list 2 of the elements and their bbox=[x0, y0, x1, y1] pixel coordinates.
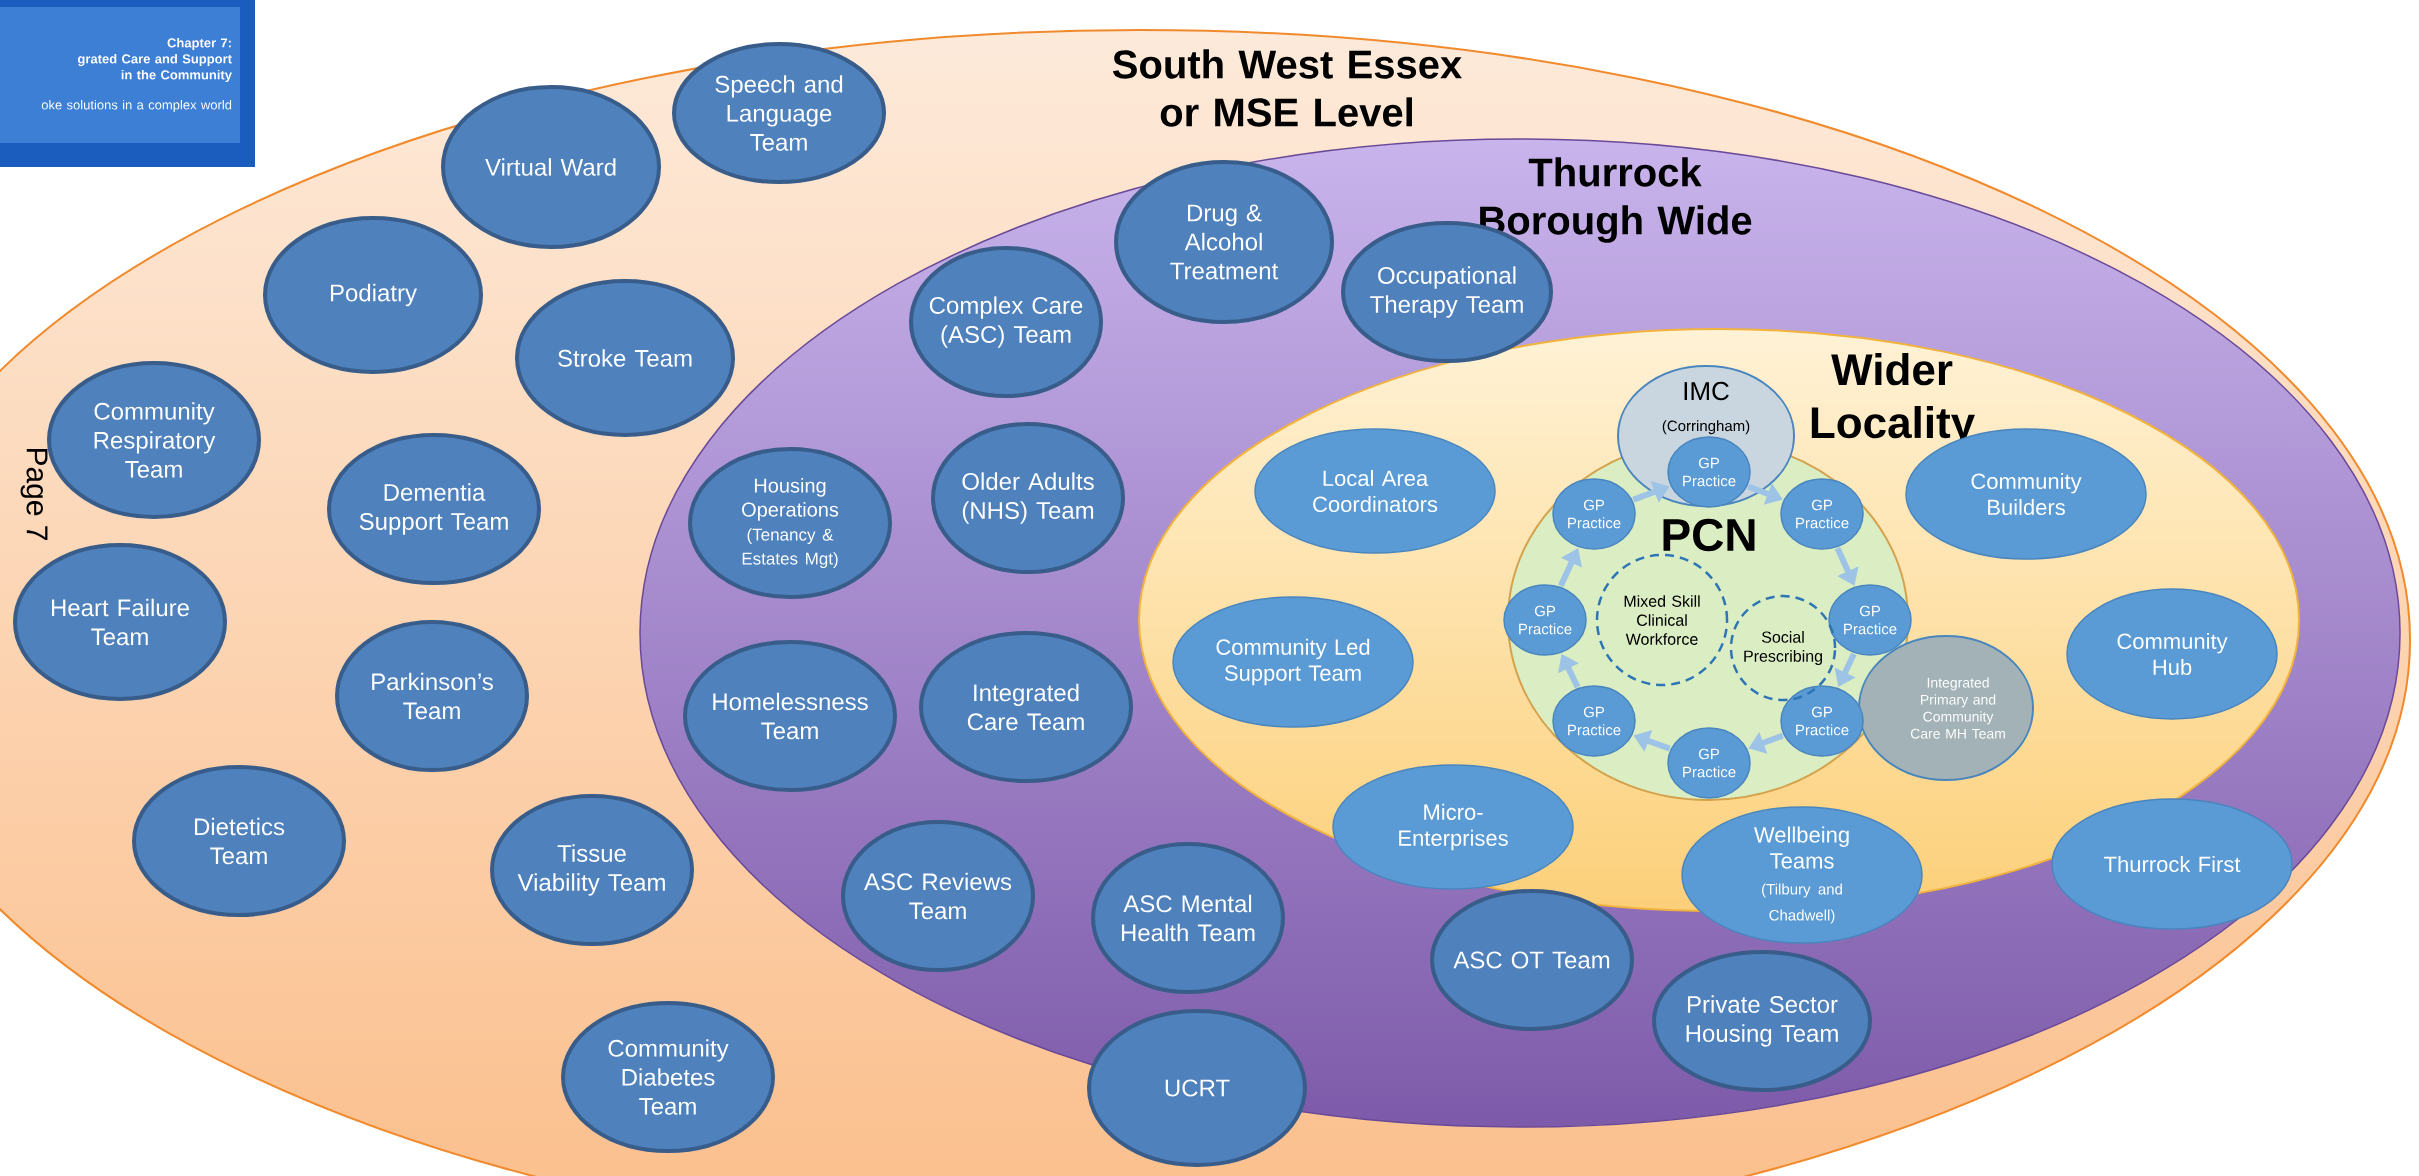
chapter-banner: Chapter 7: grated Care and Support in the Community oke solutions in a complex world bbox=[0, 0, 255, 167]
page-number: Page 7 bbox=[20, 448, 48, 540]
